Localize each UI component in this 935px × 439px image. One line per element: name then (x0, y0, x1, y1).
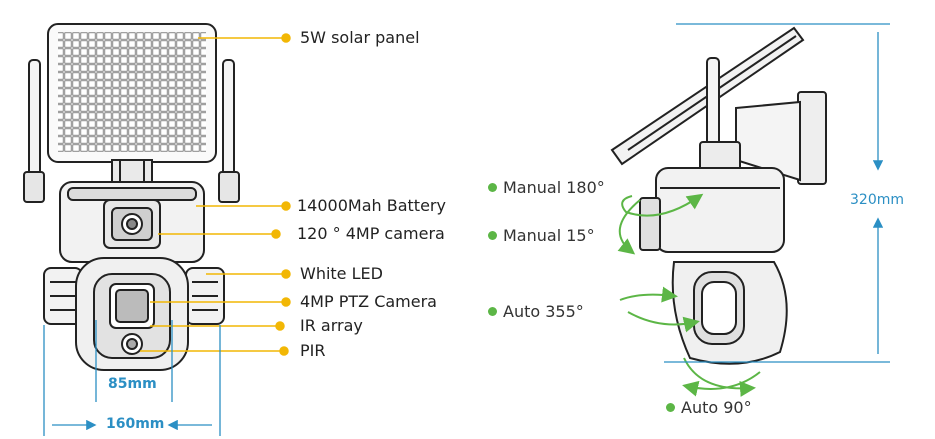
wall-bracket (797, 91, 827, 185)
green-bullet-icon (488, 231, 497, 240)
side-view-camera (610, 26, 827, 365)
front-view-camera (23, 23, 240, 371)
green-bullet-icon (666, 403, 675, 412)
label-auto-355: Auto 355° (488, 302, 584, 321)
dimension-outer-width: 160mm (106, 416, 165, 432)
dimension-inner-width: 85mm (108, 376, 157, 392)
label-pir: PIR (300, 341, 326, 360)
motion-arrows (617, 193, 761, 397)
label-ir-array: IR array (300, 316, 363, 335)
green-bullet-icon (488, 307, 497, 316)
side-dimensions (664, 23, 890, 363)
green-bullet-icon (488, 183, 497, 192)
label-fixed-camera: 120 ° 4MP camera (297, 224, 445, 243)
callout-leaders (140, 33, 291, 356)
dimension-height: 320mm (850, 192, 904, 208)
label-ptz-camera: 4MP PTZ Camera (300, 292, 437, 311)
label-white-led: White LED (300, 264, 383, 283)
label-manual-15: Manual 15° (488, 226, 595, 245)
label-auto-90: Auto 90° (666, 398, 752, 417)
label-solar-panel: 5W solar panel (300, 28, 420, 47)
front-dimensions (43, 320, 221, 436)
label-battery: 14000Mah Battery (297, 196, 446, 215)
label-manual-180: Manual 180° (488, 178, 605, 197)
